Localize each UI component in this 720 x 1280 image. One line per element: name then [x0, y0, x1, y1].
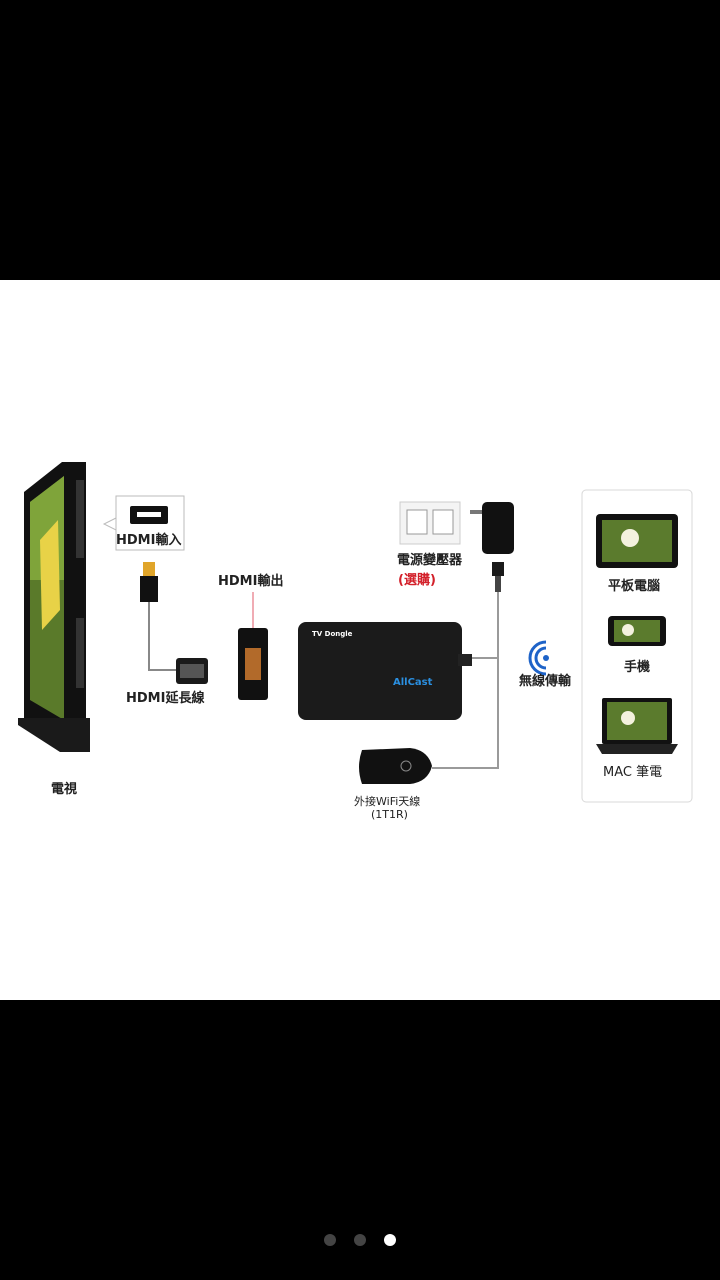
- dongle-brand: AllCast: [393, 677, 433, 688]
- tv-icon: [18, 462, 90, 752]
- tablet-icon: [596, 514, 678, 568]
- antenna-label: 外接WiFi天線: [354, 795, 421, 808]
- diagram-panel: 電視 HDMI輸入 HDMI輸出 HDMI延長線 電源變壓器 (選購) 無線傳輸…: [0, 280, 720, 1000]
- pager-dot-active[interactable]: [384, 1234, 396, 1246]
- power-adapter-label: 電源變壓器: [397, 553, 463, 568]
- hdmi-extension-cable: [140, 562, 208, 684]
- connection-diagram: [18, 462, 693, 803]
- pager-dot[interactable]: [354, 1234, 366, 1246]
- phone-label: 手機: [624, 660, 651, 675]
- phone-icon: [608, 616, 666, 646]
- tablet-label: 平板電腦: [608, 579, 661, 594]
- wireless-label: 無線傳輸: [519, 674, 572, 689]
- pager-dot[interactable]: [324, 1234, 336, 1246]
- antenna-spec-label: (1T1R): [371, 808, 408, 821]
- laptop-icon: [596, 698, 678, 754]
- hdmi-extension-label: HDMI延長線: [126, 691, 205, 706]
- power-optional-label: (選購): [398, 573, 436, 588]
- dongle-cables: [432, 592, 499, 769]
- mac-label: MAC 筆電: [603, 765, 663, 780]
- hdmi-output-port: [238, 592, 268, 700]
- wireless-signal-icon: [528, 640, 549, 676]
- wifi-antenna: [359, 748, 432, 784]
- tv-label: 電視: [51, 782, 78, 797]
- power-adapter: [399, 501, 514, 592]
- hdmi-output-label: HDMI輸出: [218, 574, 284, 589]
- tv-dongle: [298, 622, 472, 720]
- hdmi-input-label: HDMI輸入: [116, 533, 182, 548]
- dongle-title: TV Dongle: [312, 630, 353, 638]
- hdmi-input-callout: [102, 495, 185, 551]
- pager-dots: [0, 1234, 720, 1250]
